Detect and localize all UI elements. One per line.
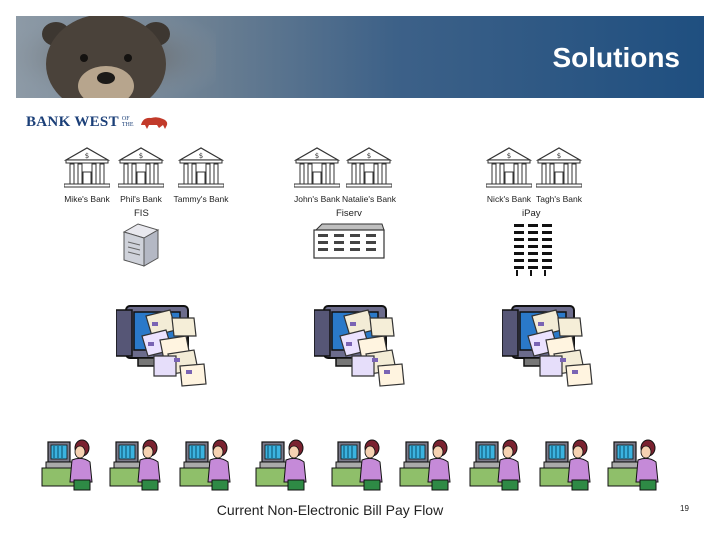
person-at-computer-icon <box>255 439 307 491</box>
bank-label: Phil's Bank <box>120 194 162 204</box>
person-at-computer-icon <box>469 439 521 491</box>
bank-building-icon <box>63 147 111 188</box>
person-at-computer-icon <box>41 439 93 491</box>
server-tower-icon <box>122 223 160 267</box>
server-rack-icon <box>514 224 552 276</box>
logo-text: BANK WEST <box>26 113 119 130</box>
computer-mail-icon <box>314 305 405 387</box>
processor-label-fiserv: Fiserv <box>336 208 362 219</box>
person-at-computer-icon <box>179 439 231 491</box>
bank-building-phils: Phil's Bank <box>117 146 165 204</box>
slide-caption: Current Non-Electronic Bill Pay Flow <box>216 502 444 518</box>
person-at-computer-icon <box>331 439 383 491</box>
processor-label-ipay: iPay <box>522 208 541 219</box>
bank-building-icon <box>177 147 225 188</box>
bank-label: Tagh's Bank <box>535 194 583 204</box>
bank-of-the-west-logo: BANK WEST OF THE <box>26 112 169 132</box>
bank-label: Nick's Bank <box>486 194 532 204</box>
person-at-computer-icon <box>607 439 659 491</box>
bank-building-natalies: Natalie's Bank <box>342 146 396 204</box>
bank-label: Natalie's Bank <box>341 194 397 204</box>
bank-building-taghs: Tagh's Bank <box>535 146 583 204</box>
bank-building-icon <box>485 147 533 188</box>
bear-photo-icon <box>16 16 216 98</box>
logo-small-words: OF THE <box>121 116 134 128</box>
person-at-computer-icon <box>399 439 451 491</box>
bank-building-mikes: Mike's Bank <box>63 146 111 204</box>
bank-building-icon <box>293 147 341 188</box>
computer-mail-icon <box>502 305 593 387</box>
bank-label: Tammy's Bank <box>173 194 229 204</box>
computer-mail-icon <box>116 305 207 387</box>
bank-building-icon <box>535 147 583 188</box>
processor-label-fis: FIS <box>134 208 149 219</box>
page-title: Solutions <box>552 42 680 73</box>
person-at-computer-icon <box>539 439 591 491</box>
bank-building-icon <box>345 147 393 188</box>
bank-building-icon <box>117 147 165 188</box>
bank-label: Mike's Bank <box>64 194 110 204</box>
bank-building-tammys: Tammy's Bank <box>174 146 229 204</box>
bank-building-nicks: Nick's Bank <box>485 146 533 204</box>
mainframe-icon <box>313 223 385 259</box>
bank-building-johns: John's Bank <box>293 146 341 204</box>
bank-label: John's Bank <box>293 194 341 204</box>
person-at-computer-icon <box>109 439 161 491</box>
page-number: 19 <box>680 504 689 513</box>
bear-logo-icon <box>140 117 168 129</box>
header-banner: Solutions <box>16 16 704 98</box>
